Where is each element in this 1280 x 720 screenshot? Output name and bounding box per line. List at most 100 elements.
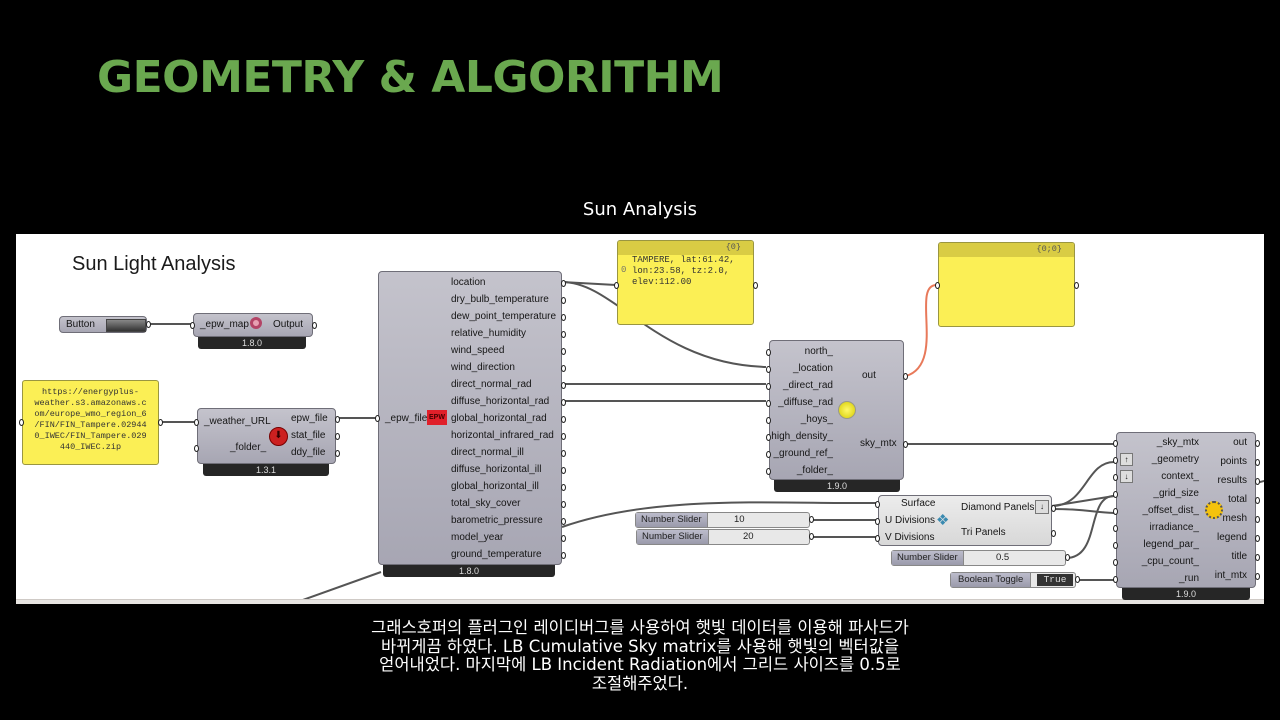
panel-content: TAMPERE, lat:61.42, lon:23.58, tz:2.0, e… bbox=[632, 255, 735, 288]
output-port[interactable] bbox=[809, 516, 814, 523]
u-divisions-slider[interactable]: Number Slider 10 bbox=[635, 512, 814, 528]
slider-value[interactable]: 10 bbox=[734, 514, 745, 525]
grasshopper-canvas[interactable]: Sun Light Analysis Button _epw_map Outpu… bbox=[16, 234, 1264, 604]
output-port[interactable] bbox=[1255, 573, 1260, 580]
context-arrow-down-icon[interactable]: ↓ bbox=[1120, 470, 1133, 483]
output-port[interactable] bbox=[561, 484, 566, 491]
input-port[interactable] bbox=[1113, 542, 1118, 549]
download-weather-component[interactable]: _weather_URL _folder_ ⬇ epw_file stat_fi… bbox=[194, 408, 340, 464]
input-port[interactable] bbox=[1113, 440, 1118, 447]
output-port[interactable] bbox=[1255, 554, 1260, 561]
output-port[interactable] bbox=[1255, 497, 1260, 504]
output-port[interactable] bbox=[903, 441, 908, 448]
grid-size-slider[interactable]: Number Slider 0.5 bbox=[891, 550, 1070, 566]
input-port[interactable] bbox=[375, 415, 380, 422]
output-port[interactable] bbox=[1051, 505, 1056, 512]
location-panel[interactable]: {0} 0 TAMPERE, lat:61.42, lon:23.58, tz:… bbox=[614, 240, 758, 325]
output-port[interactable] bbox=[158, 419, 163, 426]
boolean-toggle[interactable]: Boolean Toggle True bbox=[950, 572, 1080, 588]
toggle-value[interactable]: True bbox=[1037, 574, 1073, 586]
output-port[interactable] bbox=[561, 450, 566, 457]
output-label: title bbox=[1231, 551, 1247, 562]
input-port[interactable] bbox=[875, 535, 880, 542]
input-port[interactable] bbox=[935, 282, 940, 289]
input-port[interactable] bbox=[766, 366, 771, 373]
flatten-icon[interactable]: ↓ bbox=[1035, 500, 1049, 514]
output-port[interactable] bbox=[561, 552, 566, 559]
input-port[interactable] bbox=[766, 349, 771, 356]
output-port[interactable] bbox=[561, 348, 566, 355]
input-port[interactable] bbox=[766, 383, 771, 390]
input-port[interactable] bbox=[1113, 457, 1118, 464]
output-port[interactable] bbox=[561, 399, 566, 406]
output-port[interactable] bbox=[1255, 459, 1260, 466]
input-port[interactable] bbox=[190, 322, 195, 329]
button-face[interactable] bbox=[106, 319, 146, 332]
output-port[interactable] bbox=[312, 322, 317, 329]
output-label: mesh bbox=[1222, 513, 1247, 524]
input-port[interactable] bbox=[766, 468, 771, 475]
output-port[interactable] bbox=[561, 314, 566, 321]
v-divisions-slider[interactable]: Number Slider 20 bbox=[636, 529, 814, 545]
input-port[interactable] bbox=[766, 434, 771, 441]
output-port[interactable] bbox=[146, 321, 151, 328]
input-port[interactable] bbox=[194, 445, 199, 452]
input-port[interactable] bbox=[1113, 525, 1118, 532]
input-port[interactable] bbox=[614, 282, 619, 289]
geometry-arrow-up-icon[interactable]: ↑ bbox=[1120, 453, 1133, 466]
panel-header bbox=[939, 243, 1074, 257]
output-label: diffuse_horizontal_ill bbox=[451, 464, 542, 475]
input-port[interactable] bbox=[1113, 474, 1118, 481]
input-port[interactable] bbox=[766, 400, 771, 407]
output-port[interactable] bbox=[335, 433, 340, 440]
output-port[interactable] bbox=[561, 518, 566, 525]
output-port[interactable] bbox=[1255, 478, 1260, 485]
input-port[interactable] bbox=[19, 419, 24, 426]
output-port[interactable] bbox=[1255, 516, 1260, 523]
output-port[interactable] bbox=[809, 533, 814, 540]
output-port[interactable] bbox=[561, 280, 566, 287]
input-port[interactable] bbox=[875, 501, 880, 508]
output-port[interactable] bbox=[1051, 530, 1056, 537]
slider-value[interactable]: 20 bbox=[743, 531, 754, 542]
epw-map-component[interactable]: _epw_map Output bbox=[190, 313, 317, 337]
output-port[interactable] bbox=[561, 365, 566, 372]
output-port[interactable] bbox=[753, 282, 758, 289]
output-port[interactable] bbox=[561, 501, 566, 508]
output-port[interactable] bbox=[1065, 554, 1070, 561]
output-port[interactable] bbox=[1075, 576, 1080, 583]
input-port[interactable] bbox=[1113, 559, 1118, 566]
panel-line: elev:112.00 bbox=[632, 277, 692, 287]
output-port[interactable] bbox=[335, 416, 340, 423]
output-port[interactable] bbox=[1255, 440, 1260, 447]
url-panel[interactable]: https://energyplus- weather.s3.amazonaws… bbox=[19, 380, 163, 465]
input-port[interactable] bbox=[1113, 508, 1118, 515]
output-port[interactable] bbox=[561, 416, 566, 423]
input-label: Surface bbox=[901, 498, 936, 509]
button-component[interactable]: Button bbox=[59, 316, 151, 333]
caption-line: 바뀌게끔 하였다. LB Cumulative Sky matrix를 사용해 … bbox=[380, 636, 900, 656]
diamond-panels-component[interactable]: Surface U Divisions V Divisions ❖ Diamon… bbox=[875, 495, 1056, 546]
input-port[interactable] bbox=[766, 417, 771, 424]
output-port[interactable] bbox=[903, 373, 908, 380]
output-port[interactable] bbox=[561, 467, 566, 474]
input-port[interactable] bbox=[875, 518, 880, 525]
output-port[interactable] bbox=[335, 450, 340, 457]
output-port[interactable] bbox=[561, 382, 566, 389]
output-port[interactable] bbox=[561, 535, 566, 542]
output-port[interactable] bbox=[561, 433, 566, 440]
version-label: 1.8.0 bbox=[198, 337, 306, 349]
input-port[interactable] bbox=[1113, 576, 1118, 583]
input-port[interactable] bbox=[766, 451, 771, 458]
output-panel[interactable]: {0;0} bbox=[935, 242, 1079, 327]
input-port[interactable] bbox=[194, 419, 199, 426]
slider-value[interactable]: 0.5 bbox=[996, 552, 1010, 563]
output-port[interactable] bbox=[561, 331, 566, 338]
output-port[interactable] bbox=[1255, 535, 1260, 542]
output-port[interactable] bbox=[1074, 282, 1079, 289]
cumulative-sky-matrix-component[interactable]: north__location_direct_rad_diffuse_rad_h… bbox=[766, 340, 908, 480]
output-port[interactable] bbox=[561, 297, 566, 304]
input-port[interactable] bbox=[1113, 491, 1118, 498]
